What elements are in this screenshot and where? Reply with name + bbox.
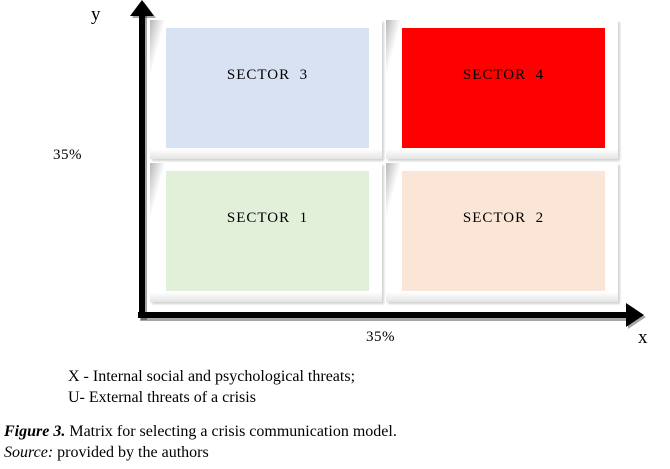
quadrant-matrix: SECTOR 3 SECTOR 4 SECTOR 1 SECTOR 2 [150, 20, 618, 302]
figure-caption: Figure 3. Matrix for selecting a crisis … [4, 421, 397, 463]
legend: X - Internal social and psychological th… [68, 366, 355, 408]
caption-source-line: Source: provided by the authors [4, 442, 397, 463]
y-axis-arrowhead-icon [130, 0, 154, 16]
x-axis-tick-35: 35% [366, 329, 395, 345]
sector-4-label: SECTOR 4 [462, 66, 545, 83]
sector-1-label: SECTOR 1 [226, 209, 309, 226]
figure-title: Matrix for selecting a crisis communicat… [69, 423, 397, 440]
legend-line-u: U- External threats of a crisis [68, 389, 256, 406]
caption-title-line: Figure 3. Matrix for selecting a crisis … [4, 421, 397, 442]
sector-2-fill: SECTOR 2 [402, 171, 605, 291]
sector-1-fill: SECTOR 1 [166, 171, 369, 291]
sector-1-panel: SECTOR 1 [150, 163, 382, 302]
sector-2-panel: SECTOR 2 [386, 163, 618, 302]
y-axis-line [139, 12, 145, 318]
sector-4-fill: SECTOR 4 [402, 28, 605, 148]
x-axis-arrowhead-icon [626, 303, 644, 327]
x-axis-line [138, 312, 628, 318]
y-axis-tick-35: 35% [53, 147, 82, 163]
source-text: provided by the authors [57, 444, 209, 461]
sector-3-panel: SECTOR 3 [150, 20, 382, 159]
figure-number: Figure 3. [4, 423, 66, 440]
x-axis-label: x [638, 327, 648, 348]
y-axis-label: y [91, 4, 101, 25]
legend-line-x: X - Internal social and psychological th… [68, 368, 356, 385]
sector-2-label: SECTOR 2 [462, 209, 545, 226]
sector-4-panel: SECTOR 4 [386, 20, 618, 159]
sector-3-fill: SECTOR 3 [166, 28, 369, 148]
sector-3-label: SECTOR 3 [226, 66, 309, 83]
source-label: Source: [4, 444, 54, 461]
